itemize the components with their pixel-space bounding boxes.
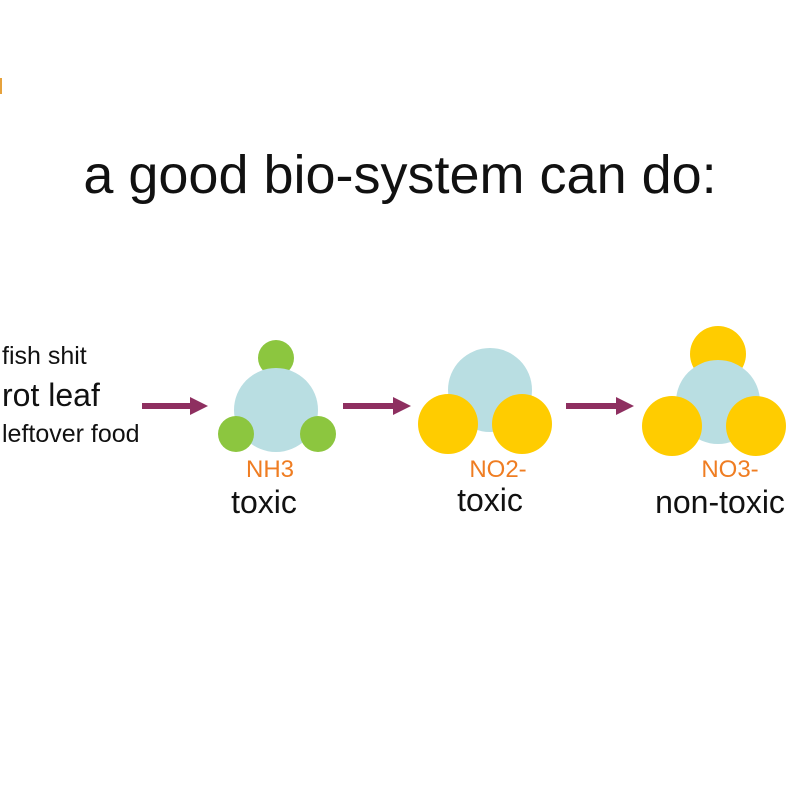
arrow-nh3-to-no2 (343, 396, 411, 416)
oxygen-atom-left (418, 394, 478, 454)
molecule-no3 (638, 326, 790, 460)
formula-no2: NO2- (469, 456, 527, 483)
molecule-nh3 (208, 336, 348, 460)
toxicity-label-no2: toxic (457, 482, 523, 518)
source-fish-waste: fish shit (2, 342, 87, 370)
oxygen-atom-left (642, 396, 702, 456)
hydrogen-atom-top (258, 340, 294, 376)
nitrogen-atom (234, 368, 318, 452)
source-rot-leaf: rot leaf (2, 377, 100, 413)
arrow-no2-to-no3 (566, 396, 634, 416)
toxicity-label-nh3: toxic (231, 484, 297, 520)
toxicity-label-no3: non-toxic (655, 484, 785, 520)
molecule-no2 (414, 348, 566, 460)
arrow-sources-to-nh3 (142, 396, 208, 416)
oxygen-atom-right (726, 396, 786, 456)
hydrogen-atom-left (218, 416, 254, 452)
source-leftover-food: leftover food (2, 420, 140, 448)
waste-sources: fish shit rot leaf leftover food (2, 338, 182, 452)
oxygen-atom-right (492, 394, 552, 454)
edge-mark (0, 78, 2, 94)
formula-nh3: NH3 (245, 456, 294, 483)
formula-no3: NO3- (701, 456, 759, 483)
hydrogen-atom-right (300, 416, 336, 452)
diagram-title: a good bio-system can do: (83, 145, 717, 205)
